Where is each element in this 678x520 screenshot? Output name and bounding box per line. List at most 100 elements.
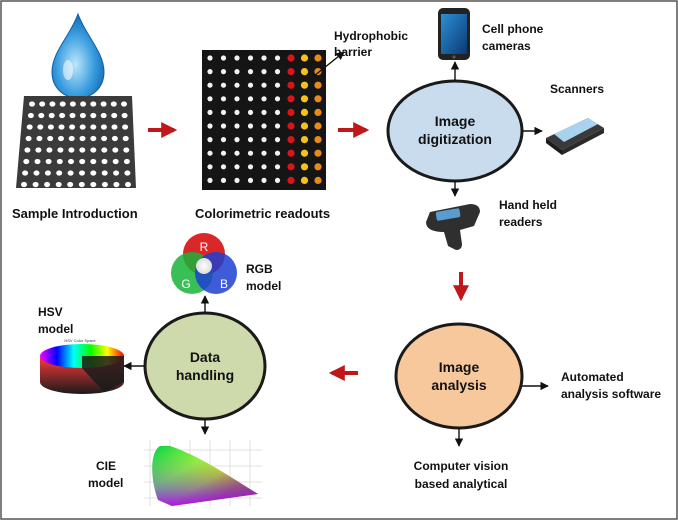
array-dot xyxy=(234,109,240,115)
data-handling-line2: handling xyxy=(176,367,234,383)
array-dot xyxy=(287,95,295,103)
plate-hole xyxy=(90,124,97,130)
plate-hole xyxy=(47,124,54,130)
array-dot xyxy=(287,108,295,116)
array-dot xyxy=(261,164,267,170)
plate-hole xyxy=(90,181,97,188)
rgb-label-line1: RGB xyxy=(246,262,273,276)
plate-hole xyxy=(68,158,74,165)
computer-vision-label-line1: Computer vision xyxy=(414,459,509,473)
array-dot xyxy=(300,54,309,62)
array-dot xyxy=(220,123,227,129)
plate-hole xyxy=(125,181,131,188)
plate-hole xyxy=(101,181,108,188)
array-dot xyxy=(207,55,213,61)
array-dot xyxy=(287,81,295,89)
array-dot xyxy=(314,149,322,157)
plate-hole xyxy=(22,170,29,176)
plate-hole xyxy=(111,112,118,119)
sample-introduction-label: Sample Introduction xyxy=(12,206,138,221)
array-dot xyxy=(287,122,295,130)
plate-hole xyxy=(21,181,27,188)
array-dot xyxy=(314,81,322,89)
handheld-label-line2: readers xyxy=(499,215,543,229)
array-dot xyxy=(220,96,227,102)
array-dot xyxy=(274,55,281,61)
array-dot xyxy=(314,122,322,130)
paper-plate-icon xyxy=(16,96,136,188)
array-dot xyxy=(261,55,267,61)
array-dot xyxy=(261,96,267,102)
plate-hole xyxy=(100,112,107,119)
cie-label-line2: model xyxy=(88,476,123,490)
plate-hole xyxy=(47,135,54,142)
plate-hole xyxy=(55,181,62,188)
plate-hole xyxy=(33,170,40,176)
hsv-tiny-caption: HSV Color Space xyxy=(64,338,96,343)
array-dot xyxy=(274,69,281,75)
plate-hole xyxy=(44,181,51,188)
array-dot xyxy=(207,137,213,143)
plate-hole xyxy=(38,112,45,119)
array-dot xyxy=(274,96,281,102)
plate-hole xyxy=(113,181,120,188)
array-dot xyxy=(234,55,240,61)
array-dot xyxy=(220,69,227,75)
array-dot xyxy=(247,164,254,170)
plate-hole xyxy=(100,101,107,107)
array-dot xyxy=(300,136,309,144)
plate-hole xyxy=(36,135,43,142)
plate-hole xyxy=(78,181,85,188)
plate-hole xyxy=(49,101,56,107)
array-dot xyxy=(220,150,227,156)
plate-hole xyxy=(58,135,64,142)
array-dot xyxy=(261,177,267,183)
array-dot xyxy=(287,136,295,144)
plate-hole xyxy=(68,147,75,153)
hydrophobic-label-line1: Hydrophobic xyxy=(334,29,408,43)
array-dot xyxy=(220,137,227,143)
array-dot xyxy=(247,137,254,143)
cell-phone-label-line1: Cell phone xyxy=(482,22,544,36)
scanners-label: Scanners xyxy=(550,82,604,96)
plate-hole xyxy=(112,147,119,153)
rgb-label-line2: model xyxy=(246,279,281,293)
automated-label-line1: Automated xyxy=(561,370,624,384)
array-dot xyxy=(234,96,240,102)
array-dot xyxy=(207,82,213,88)
plate-hole xyxy=(56,170,63,176)
image-analysis-node xyxy=(394,322,524,430)
rgb-g-letter: G xyxy=(181,277,190,291)
plate-hole xyxy=(59,112,66,119)
plate-hole xyxy=(34,158,41,165)
array-dot xyxy=(274,109,281,115)
plate-hole xyxy=(101,147,108,153)
array-dot xyxy=(300,122,309,130)
plate-hole xyxy=(123,158,130,165)
plate-hole xyxy=(90,170,97,176)
plate-hole xyxy=(90,158,97,165)
plate-hole xyxy=(59,101,66,107)
array-dot xyxy=(261,69,267,75)
cie-label-line1: CIE xyxy=(96,459,116,473)
plate-hole xyxy=(122,124,129,130)
plate-hole xyxy=(27,112,34,119)
plate-hole xyxy=(68,135,75,142)
plate-hole xyxy=(69,101,76,107)
cell-phone-label-line2: cameras xyxy=(482,39,531,53)
array-dot xyxy=(220,55,227,61)
plate-hole xyxy=(79,158,86,165)
plate-hole xyxy=(90,135,97,142)
plate-hole xyxy=(121,101,127,107)
hsv-label-line2: model xyxy=(38,322,73,336)
plate-hole xyxy=(25,135,32,142)
plate-hole xyxy=(48,112,55,119)
plate-hole xyxy=(79,147,86,153)
plate-hole xyxy=(90,112,97,119)
array-dot xyxy=(274,177,281,183)
hsv-label-line1: HSV xyxy=(38,305,63,319)
array-dot xyxy=(274,82,281,88)
array-dot xyxy=(274,123,281,129)
array-dot xyxy=(300,108,309,116)
